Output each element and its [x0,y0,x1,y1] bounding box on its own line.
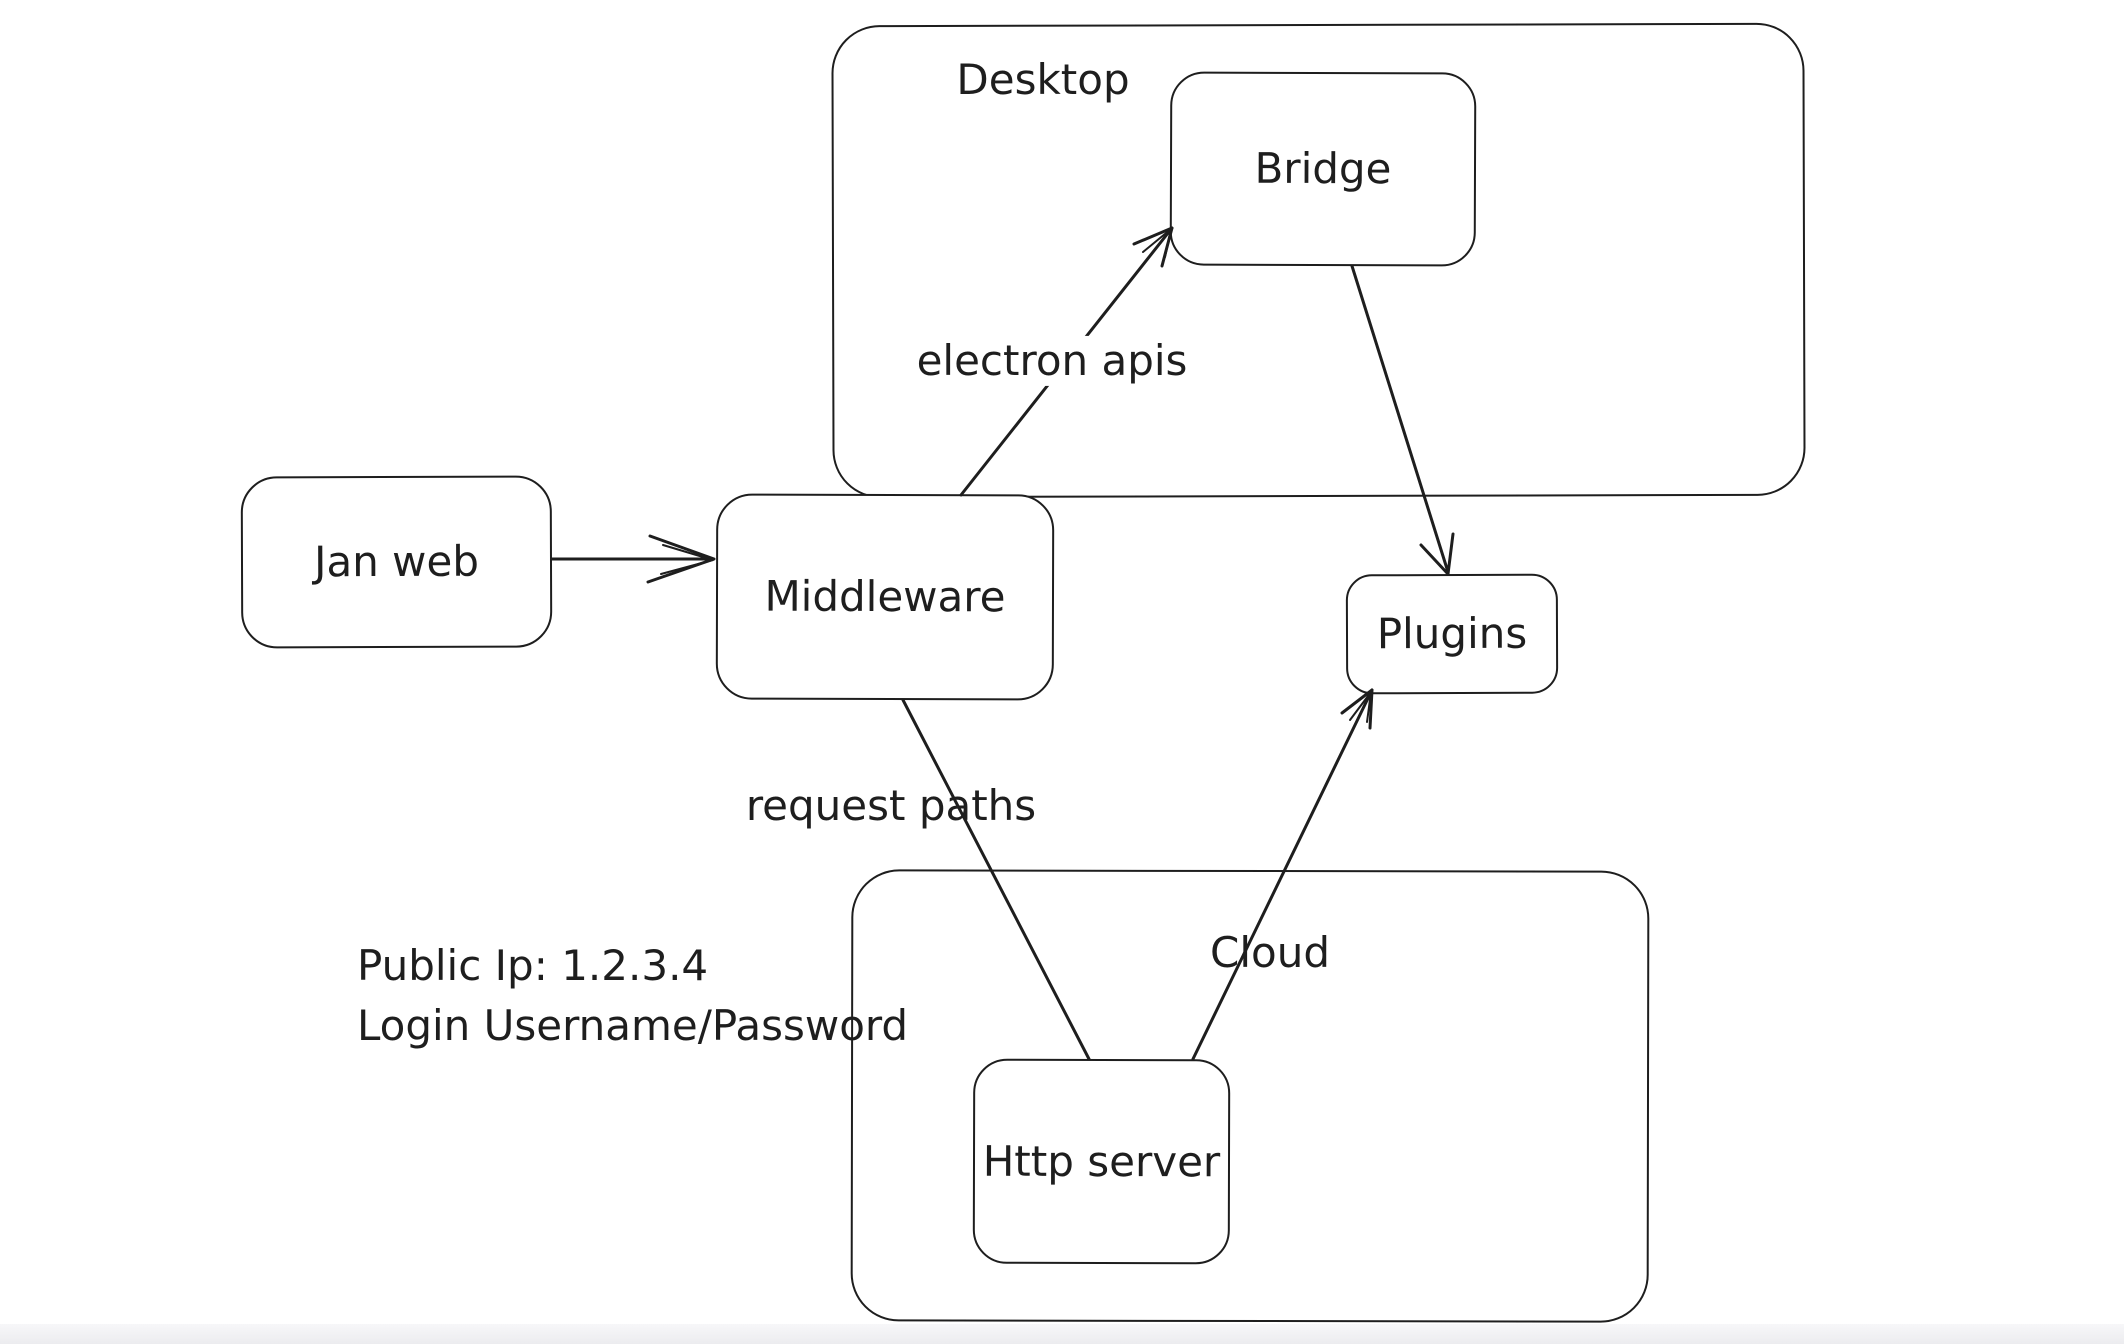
cloud-container-label[interactable]: Cloud [1210,927,1330,977]
arrowhead-icon [646,534,716,584]
node-bridge[interactable]: Bridge [1169,71,1477,267]
node-plugins[interactable]: Plugins [1345,573,1559,695]
arrowhead-icon [1419,532,1455,576]
annotation-login[interactable]: Login Username/Password [357,1001,909,1050]
arrowhead-icon [660,544,714,575]
desktop-container-label[interactable]: Desktop [956,54,1130,104]
node-middleware[interactable]: Middleware [715,493,1055,701]
annotation-public-ip[interactable]: Public Ip: 1.2.3.4 [357,941,709,990]
arrowhead-icon [1349,691,1372,723]
node-middleware-label: Middleware [764,571,1006,622]
edge-label-request-paths[interactable]: request paths [745,780,1037,830]
edge-jan-web-to-middleware[interactable] [550,534,716,584]
annotation-block[interactable]: Public Ip: 1.2.3.4 Login Username/Passwo… [357,936,908,1056]
node-jan-web[interactable]: Jan web [240,475,553,649]
node-http-server[interactable]: Http server [972,1058,1231,1265]
node-plugins-label: Plugins [1376,608,1528,659]
node-bridge-label: Bridge [1254,143,1392,194]
canvas-bottom-edge [0,1324,2124,1344]
edge-label-electron-apis[interactable]: electron apis [906,335,1198,387]
arrowhead-icon [1340,688,1374,730]
node-http-server-label: Http server [982,1136,1221,1186]
node-jan-web-label: Jan web [313,536,480,587]
